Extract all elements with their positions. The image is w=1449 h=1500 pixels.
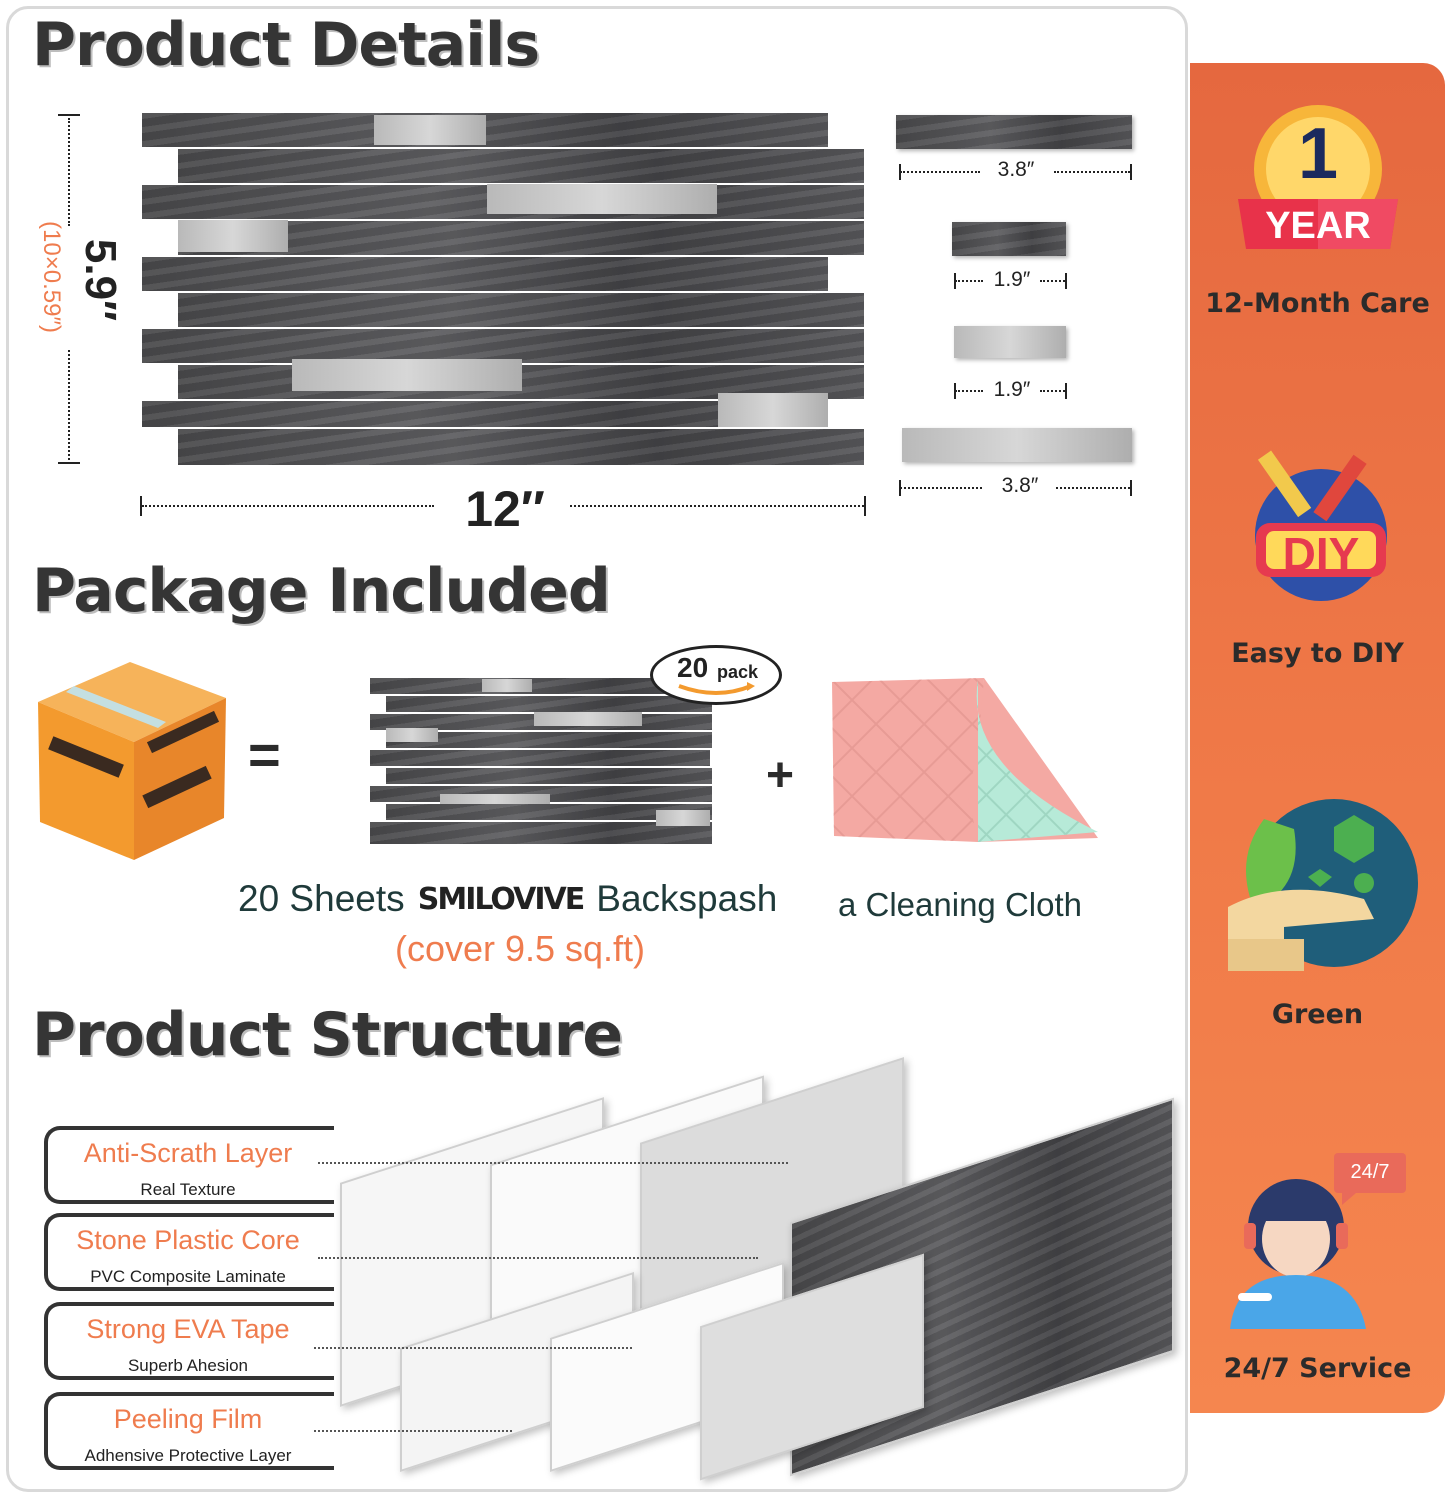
leader-line-1 [318, 1162, 788, 1164]
strip-long-stone-label: 3.8″ [997, 158, 1035, 181]
strip-long-steel-label: 3.8″ [1001, 474, 1039, 497]
diy-badge-text: DIY [1282, 528, 1360, 580]
coverage-text: (cover 9.5 sq.ft) [394, 928, 646, 969]
strip-short-steel-label: 1.9″ [993, 378, 1031, 401]
leader-line-4 [314, 1430, 512, 1432]
customer-service-icon: 24/7 [1226, 1149, 1412, 1329]
sheets-prefix: 20 Sheets [238, 878, 405, 919]
diy-label: Easy to DIY [1231, 638, 1404, 669]
diy-tools-icon: DIY [1236, 443, 1406, 603]
cleaning-cloth-icon [828, 676, 1104, 844]
layer-eva-tape: Strong EVA Tape Superb Ahesion [44, 1302, 334, 1380]
pack-badge-word: pack [717, 662, 759, 682]
pack-badge-number: 20 [677, 652, 709, 683]
service-badge-text: 24/7 [1350, 1161, 1390, 1183]
equals-sign: = [248, 723, 281, 786]
layer-eva-tape-sub: Superb Ahesion [127, 1356, 249, 1375]
layer-stone-core-sub: PVC Composite Laminate [90, 1267, 286, 1286]
section-title-structure: Product Structure [32, 1000, 623, 1070]
leader-line-3 [314, 1347, 632, 1349]
section-title-package: Package Included [32, 556, 611, 626]
layer-peeling-film: Peeling Film Adhensive Protective Layer [44, 1392, 334, 1470]
smile-arrow-icon [678, 682, 755, 695]
plus-sign: + [766, 749, 795, 802]
package-sheets-caption: 20 Sheets SMILOVIVE Backspash [238, 878, 777, 928]
width-label: 12″ [465, 481, 545, 537]
height-detail-label: (10×0.59″) [38, 221, 65, 333]
feature-panel: 1 YEAR 12-Month Care DIY Easy to DIY Gre… [1190, 63, 1445, 1413]
layer-eva-tape-title: Strong EVA Tape [86, 1314, 290, 1344]
package-box-icon [34, 662, 230, 862]
layer-anti-scratch-sub: Real Texture [140, 1180, 236, 1199]
layer-peeling-film-title: Peeling Film [113, 1404, 263, 1434]
layer-peeling-film-sub: Adhensive Protective Layer [84, 1446, 292, 1465]
sheets-suffix: Backspash [596, 878, 778, 919]
layer-stack-illustration [340, 1057, 1190, 1481]
cloth-caption: a Cleaning Cloth [838, 886, 1082, 923]
service-label: 24/7 Service [1223, 1353, 1412, 1384]
green-label: Green [1271, 999, 1364, 1030]
section-title-details: Product Details [32, 10, 540, 80]
pack-badge: 20 pack [650, 645, 782, 705]
brand-logo: SMILOVIVE [417, 881, 585, 917]
green-hand-leaf-icon [1224, 799, 1424, 979]
strip-short-stone-label: 1.9″ [993, 268, 1031, 291]
layer-anti-scratch-title: Anti-Scrath Layer [83, 1138, 293, 1168]
warranty-word: YEAR [1265, 205, 1371, 247]
layer-anti-scratch: Anti-Scrath Layer Real Texture [44, 1126, 334, 1204]
leader-line-2 [318, 1257, 758, 1259]
layer-stone-core-title: Stone Plastic Core [76, 1225, 300, 1255]
warranty-number: 1 [1297, 114, 1339, 194]
warranty-label: 12-Month Care [1205, 288, 1430, 319]
layer-stone-core: Stone Plastic Core PVC Composite Laminat… [44, 1213, 334, 1291]
warranty-badge-icon: 1 YEAR [1230, 97, 1406, 277]
